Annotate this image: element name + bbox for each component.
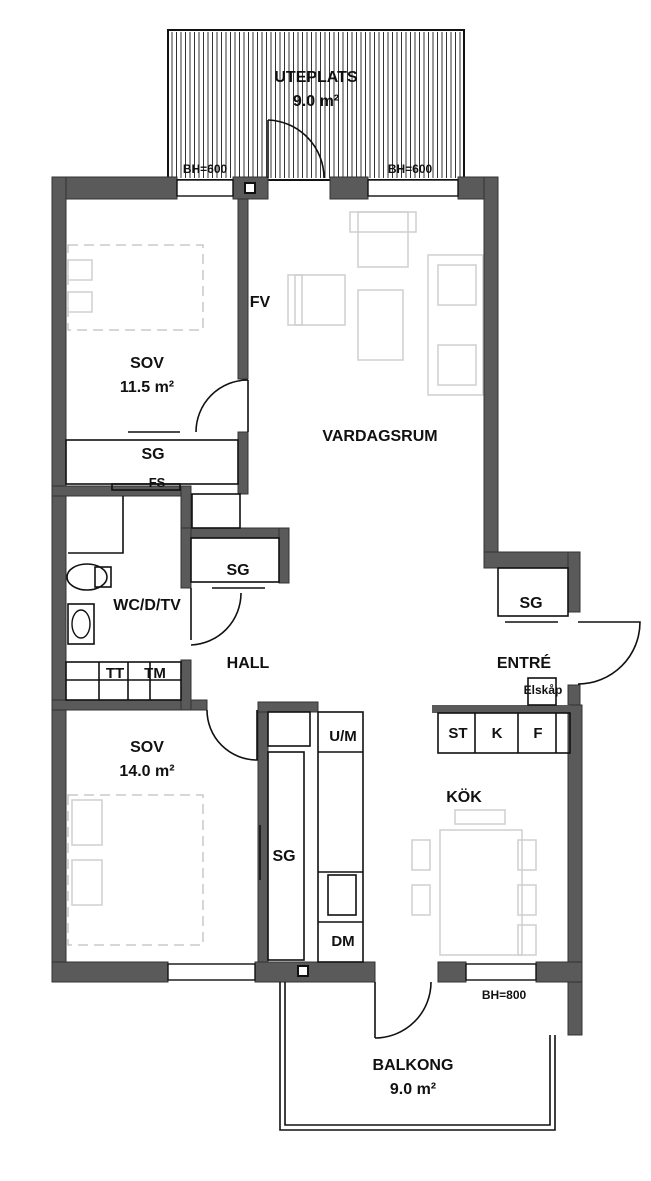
- balkong-area: 9.0 m²: [390, 1081, 436, 1098]
- tm-label: TM: [144, 665, 166, 682]
- sg-label-hall: SG: [226, 562, 249, 579]
- window-bh-right: BH=600: [388, 162, 433, 176]
- furniture-layer: [67, 211, 537, 956]
- sov2-name: SOV: [130, 739, 164, 756]
- sov1-area: 11.5 m²: [120, 379, 174, 396]
- balkong-name: BALKONG: [373, 1057, 454, 1074]
- vardagsrum-name: VARDAGSRUM: [322, 428, 437, 445]
- sg-label-entre: SG: [519, 595, 542, 612]
- entre-name: ENTRÉ: [497, 653, 552, 672]
- wc-name: WC/D/TV: [113, 597, 181, 614]
- room-labels: UTEPLATS 9.0 m² BH=600 BH=600 FV SOV 11.…: [106, 69, 563, 1098]
- sg-label-sov1: SG: [141, 446, 164, 463]
- sov1-name: SOV: [130, 355, 164, 372]
- fv-label: FV: [250, 294, 271, 311]
- uteplats-area: 9.0 m²: [293, 93, 339, 110]
- hall-name: HALL: [227, 655, 270, 672]
- um-label: U/M: [329, 728, 357, 745]
- tt-label: TT: [106, 665, 124, 682]
- window-bh-kitchen: BH=800: [482, 988, 527, 1002]
- window-bh-left: BH=600: [183, 162, 228, 176]
- elskap-label: Elskåp: [524, 683, 563, 697]
- dm-label: DM: [331, 933, 354, 950]
- uteplats-deck: [167, 29, 465, 181]
- thin-lines: [65, 119, 641, 1131]
- f-label: F: [533, 725, 542, 742]
- kok-name: KÖK: [446, 787, 482, 806]
- sov2-area: 14.0 m²: [119, 763, 174, 780]
- fs-label: FS: [149, 475, 166, 490]
- sg-label-sov2: SG: [272, 848, 295, 865]
- uteplats-name: UTEPLATS: [274, 69, 358, 86]
- st-label: ST: [448, 725, 467, 742]
- k-label: K: [492, 725, 503, 742]
